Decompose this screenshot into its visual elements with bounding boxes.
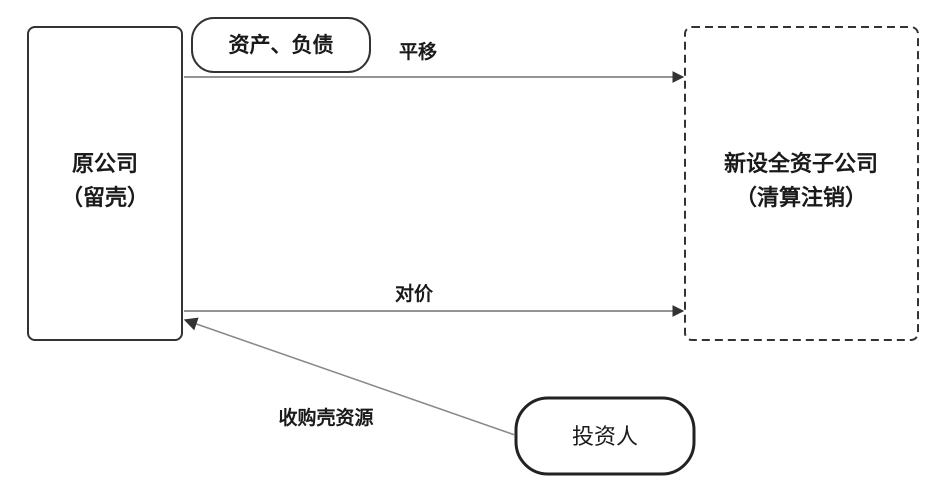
original-company-box [27, 26, 183, 341]
acquire-shell-arrow [183, 317, 516, 436]
assets-liabilities-node: 资产、负债 [191, 17, 371, 73]
investor-node: 投资人 [514, 396, 696, 476]
new-subsidiary-name: 新设全资子公司 [724, 151, 878, 177]
investor-label: 投资人 [572, 425, 638, 450]
investor-pill [514, 396, 696, 476]
original-company-name: 原公司 [72, 151, 138, 177]
new-subsidiary-box [684, 26, 919, 341]
original-company-note: （留壳） [61, 185, 149, 211]
acquire-shell-label: 收购壳资源 [278, 406, 373, 429]
original-company-node: 原公司 （留壳） [27, 26, 183, 341]
assets-liabilities-pill [191, 17, 371, 73]
new-subsidiary-note: （清算注销） [735, 185, 867, 211]
transfer-edge: 平移 [184, 40, 685, 83]
new-subsidiary-node: 新设全资子公司 （清算注销） [684, 26, 919, 341]
assets-liabilities-label: 资产、负债 [229, 33, 334, 57]
consideration-label: 对价 [395, 282, 434, 305]
consideration-edge: 对价 [184, 282, 685, 317]
transfer-label: 平移 [399, 40, 437, 63]
acquire-shell-edge: 收购壳资源 [183, 317, 516, 436]
